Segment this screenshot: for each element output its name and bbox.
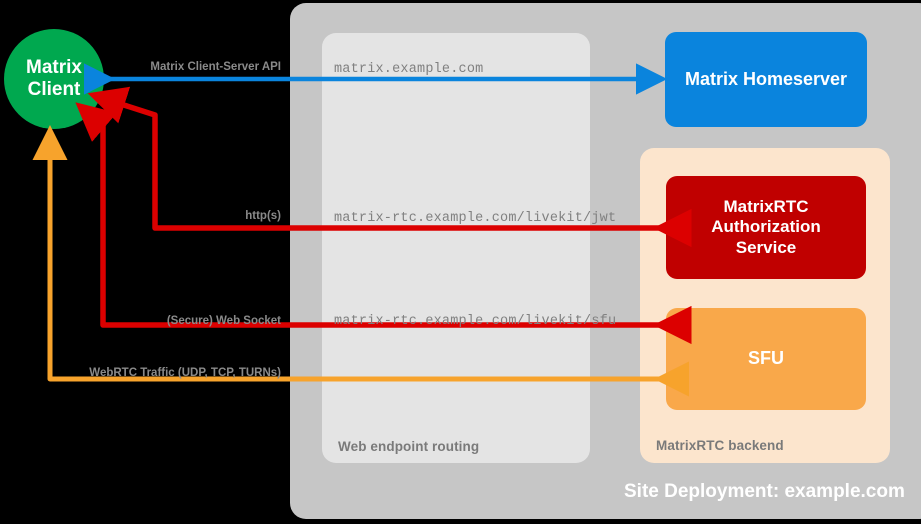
edge-label-client-server-api: Matrix Client-Server API	[150, 61, 281, 73]
node-matrix-homeserver[interactable]	[665, 32, 867, 127]
endpoint-matrix: matrix.example.com	[334, 62, 484, 77]
zone-web-endpoint-routing-caption: Web endpoint routing	[338, 439, 480, 454]
edge-label-secure-websocket: (Secure) Web Socket	[166, 315, 281, 327]
endpoint-jwt: matrix-rtc.example.com/livekit/jwt	[334, 211, 617, 226]
zone-site-deployment-caption: Site Deployment: example.com	[624, 481, 905, 502]
node-sfu[interactable]	[666, 308, 866, 410]
edge-label-https: http(s)	[245, 210, 281, 222]
node-matrixrtc-authorization-service[interactable]	[666, 176, 866, 279]
zone-matrixrtc-backend-caption: MatrixRTC backend	[656, 438, 784, 453]
zone-web-endpoint-routing	[322, 33, 590, 463]
edge-label-webrtc-traffic: WebRTC Traffic (UDP, TCP, TURNs)	[89, 367, 281, 379]
endpoint-sfu: matrix-rtc.example.com/livekit/sfu	[334, 314, 617, 329]
edge-webrtc-traffic	[32, 125, 690, 397]
